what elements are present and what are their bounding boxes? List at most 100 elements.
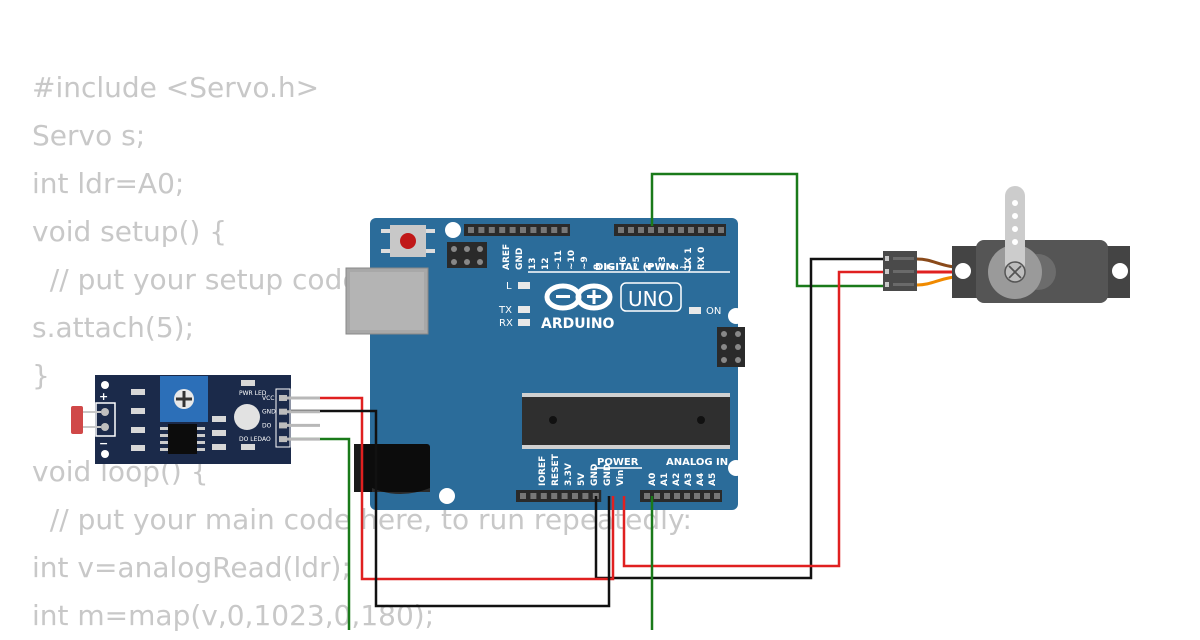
ldr-pin-header[interactable] [279,395,320,443]
analog-pin-label: A0 [648,473,658,486]
analog-header-pin[interactable] [704,493,710,499]
wire-green-servo-signal[interactable] [650,172,889,288]
power-header-pin[interactable] [530,493,537,499]
analog-header-pin[interactable] [714,493,720,499]
digital-header[interactable] [464,224,726,236]
analog-header-pin[interactable] [684,493,690,499]
ldr-pin[interactable] [279,422,287,429]
ldr-minus-label: − [99,437,108,450]
digital-header-left-pin[interactable] [551,227,558,233]
digital-header-left-pin[interactable] [488,227,495,233]
wire-black-ldr-gnd[interactable] [290,409,611,608]
power-header-pin[interactable] [582,493,589,499]
power-pin-label: Vin [616,470,626,486]
power-pin-label: GND [603,464,613,486]
analog-header-pin[interactable] [654,493,660,499]
analog-header[interactable] [640,490,722,502]
power-pin-label: RESET [551,453,561,486]
ldr-pin-label: VCC [262,395,274,402]
ldr-pin[interactable] [279,408,287,415]
power-header-pin[interactable] [561,493,568,499]
code-line: void setup() { [32,215,228,248]
ldr-pin-label: GND [262,409,276,416]
power-pin-label: GND [590,464,600,486]
analog-label: ANALOG IN [666,457,728,468]
digital-label: DIGITAL (PWM ~) [595,262,692,273]
led-tx [518,306,530,313]
analog-pin-label: A4 [696,473,706,486]
ldr-pin-header-frame [275,388,291,448]
wire-green-ldr-ao[interactable] [290,437,351,630]
power-header-pin[interactable] [551,493,558,499]
digital-header-right-pin[interactable] [648,227,654,233]
brand-label: ARDUINO [541,316,615,332]
ldr-socket-pin [101,423,109,431]
ldr-plus-label: + [99,390,108,403]
code-line: int v=analogRead(ldr); [32,551,351,584]
servo-screw-cross [1008,265,1022,279]
mount-hole [439,488,455,504]
wires [290,172,889,630]
mount-hole [445,222,461,238]
digital-header-left-pin[interactable] [561,227,568,233]
digital-header-right-pin[interactable] [638,227,644,233]
model-label: UNO [628,287,673,311]
analog-pin-label: A3 [684,473,694,486]
digital-header-right-pin[interactable] [678,227,684,233]
icsp-header-right [717,327,745,367]
analog-header-pin[interactable] [644,493,650,499]
digital-header-left-pin[interactable] [540,227,547,233]
digital-pin-label: RX 0 [697,247,707,270]
digital-header-left-pin[interactable] [530,227,537,233]
wire-black-servo-gnd[interactable] [594,257,889,580]
analog-header-pin[interactable] [694,493,700,499]
power-header-pin[interactable] [520,493,526,499]
digital-header-right-pin[interactable] [718,227,724,233]
led-on [689,307,701,314]
digital-header-right-pin[interactable] [688,227,694,233]
digital-header-right-pin[interactable] [658,227,664,233]
model-label-box [620,282,682,312]
digital-header-right-pin[interactable] [668,227,674,233]
power-label: POWER [597,457,639,468]
analog-header-pin[interactable] [664,493,670,499]
digital-pin-label: GND [515,248,525,270]
digital-pin-label: 4 [645,264,655,270]
analog-pin-label: A1 [660,473,670,486]
ldr-pin-label: AO [262,436,271,443]
analog-header-pin[interactable] [674,493,680,499]
led-rx-label: RX [499,318,513,329]
power-header-pin[interactable] [572,493,578,499]
digital-pin-label: ~10 [567,250,577,270]
digital-header-left-pin[interactable] [478,227,485,233]
servo-motor[interactable] [883,186,1130,303]
wire-red-ldr-vcc[interactable] [290,396,615,581]
digital-pin-label: 7 [606,264,616,270]
digital-pin-label: AREF [502,244,512,270]
digital-header-left-pin[interactable] [520,227,526,233]
digital-header-left-pin[interactable] [468,227,474,233]
icsp-header-top [447,242,487,268]
digital-pin-label: ~6 [619,256,629,270]
ldr-pin[interactable] [279,395,287,401]
reset-button[interactable] [400,233,416,249]
power-header[interactable] [516,490,602,502]
servo-connector[interactable] [883,251,917,291]
reset-button-leg [426,249,435,253]
digital-header-left-pin[interactable] [499,227,506,233]
reset-button-leg [381,249,390,253]
digital-header-left-pin[interactable] [509,227,516,233]
digital-header-right-pin[interactable] [628,227,634,233]
power-header-pin[interactable] [540,493,547,499]
do-led-label: DO LED [239,436,262,443]
ldr-pin[interactable] [279,436,287,443]
digital-header-right-pin[interactable] [708,227,714,233]
wire-red-servo-vcc[interactable] [622,270,889,568]
analog-header-strip [640,490,722,502]
digital-header-right-pin[interactable] [618,227,624,233]
digital-header-right-pin[interactable] [698,227,704,233]
